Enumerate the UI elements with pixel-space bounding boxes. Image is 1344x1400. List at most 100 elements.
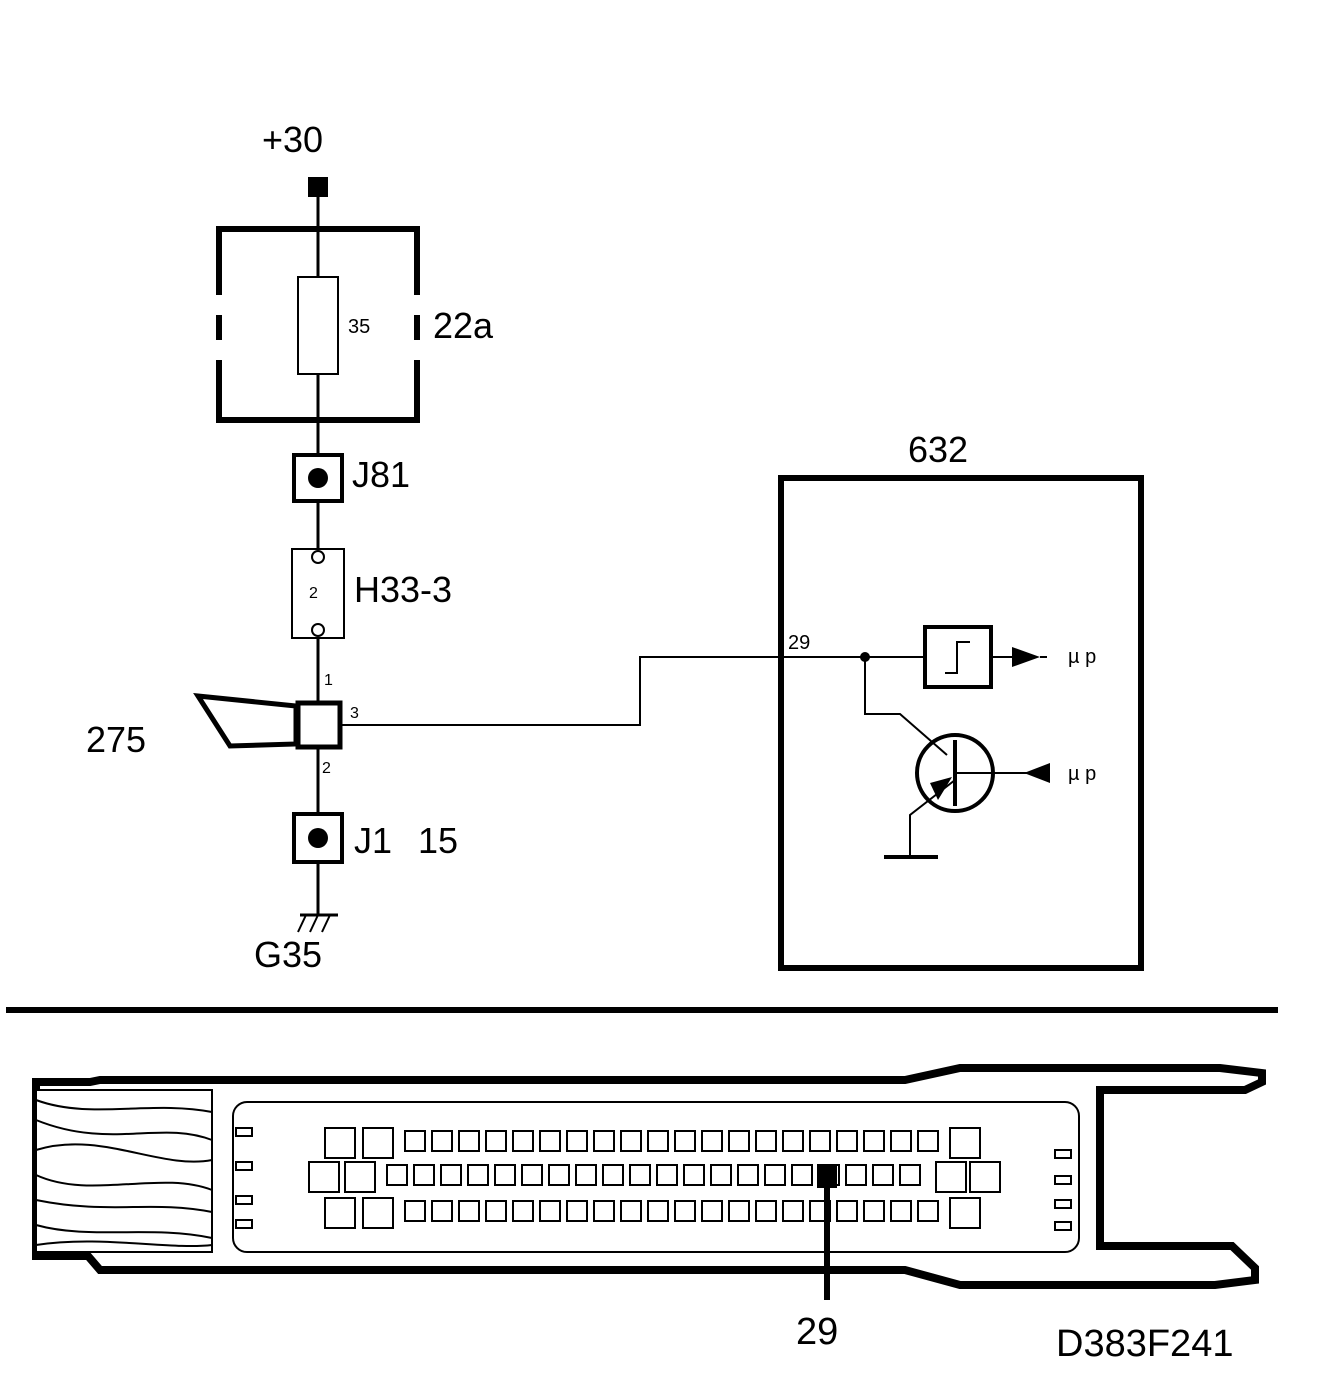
signal-pin [602,1164,624,1186]
275-pin-out: 3 [350,705,359,722]
signal-pin [386,1164,408,1186]
signal-pin [683,1164,705,1186]
signal-pin [431,1200,453,1222]
fuse-box-label: 22a [433,305,494,346]
switch-actuator [193,692,299,749]
power-pin [969,1161,1001,1193]
connector-h33-3: 2 H33-3 [291,548,452,639]
latch-slot [1054,1199,1072,1209]
signal-pin [728,1200,750,1222]
signal-pin [620,1130,642,1152]
signal-pin [701,1200,723,1222]
ecu-connector-view: 29 [32,1064,1266,1353]
signal-pin [764,1164,786,1186]
latch-slot [1054,1149,1072,1159]
signal-pin [629,1164,651,1186]
signal-pin [647,1130,669,1152]
latch-slot [1054,1175,1072,1185]
signal-pin [782,1130,804,1152]
signal-pin [836,1200,858,1222]
power-pin [362,1127,394,1159]
power-pin [308,1161,340,1193]
latch-slot [235,1161,253,1171]
signal-pin [737,1164,759,1186]
signal-pin [674,1130,696,1152]
signal-pin [413,1164,435,1186]
signal-pin [521,1164,543,1186]
signal-pin [755,1200,777,1222]
component-275: 1 3 2 275 [86,672,359,777]
signal-pin [710,1164,732,1186]
power-pin [949,1127,981,1159]
connector-j81: J81 [292,453,410,503]
splice-dot [308,828,328,848]
pin-circle-top [311,550,325,564]
power-pin [324,1127,356,1159]
signal-pin [863,1200,885,1222]
supply-label: +30 [262,119,323,160]
signal-pin [566,1130,588,1152]
latch-slot [235,1127,253,1137]
power-pin [362,1197,394,1229]
component-275-label: 275 [86,719,146,760]
output-arrow [1012,647,1040,667]
signal-pin [674,1200,696,1222]
signal-pin [458,1130,480,1152]
signal-pin [539,1200,561,1222]
signal-pin [494,1164,516,1186]
j1-label: J1 [354,820,392,861]
signal-pin [899,1164,921,1186]
wire-strands [35,1099,213,1248]
signal-pin [782,1200,804,1222]
signal-pin [485,1130,507,1152]
275-pin-top: 1 [324,672,333,689]
signal-pin [431,1130,453,1152]
input-arrow [1024,763,1050,783]
signal-pin [575,1164,597,1186]
signal-pin [809,1130,831,1152]
pin-callout-label: 29 [796,1311,838,1353]
figure-id: D383F241 [1056,1323,1233,1365]
wire-bundle [35,1089,213,1253]
signal-pin [647,1200,669,1222]
signal-pin [890,1130,912,1152]
signal-pin [404,1130,426,1152]
module-632: 632 29 µ p µ p [778,429,1144,971]
fuse-element [297,276,339,375]
input-label: µ p [1068,763,1096,785]
signal-pin [755,1130,777,1152]
latch-slot [1054,1221,1072,1231]
signal-pin [656,1164,678,1186]
output-label: µ p [1068,646,1096,668]
signal-pin [593,1200,615,1222]
signal-pin [539,1130,561,1152]
signal-pin [863,1130,885,1152]
signal-pin [701,1130,723,1152]
h33-label: H33-3 [354,569,452,610]
fuse-box-22a: 35 22a [216,226,494,423]
signal-pin [440,1164,462,1186]
signal-pin [404,1200,426,1222]
power-pin [935,1161,967,1193]
275-pin-bottom: 2 [322,760,331,777]
signal-pin [548,1164,570,1186]
pin-circle-bottom [311,623,325,637]
connector-j1: J1 15 [292,812,458,864]
ground-label: G35 [254,934,322,975]
signal-pin [566,1200,588,1222]
latch-slot [235,1195,253,1205]
signal-pin [872,1164,894,1186]
power-pin [949,1197,981,1229]
supply-terminal [308,177,328,197]
power-pin [324,1197,356,1229]
module-632-label: 632 [908,429,968,470]
ground-g35: G35 [254,913,338,975]
splice-dot [308,468,328,488]
h33-pin: 2 [309,585,318,602]
pin-grid [235,1127,1072,1231]
latch-slot [235,1219,253,1229]
signal-pin [791,1164,813,1186]
signal-pin [728,1130,750,1152]
highlighted-pin [817,1164,837,1188]
